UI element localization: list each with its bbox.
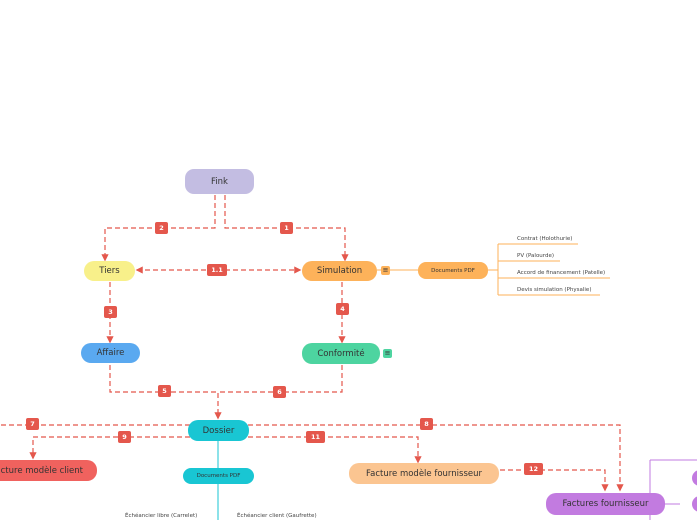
badge-6: 6	[273, 386, 286, 398]
badge-3: 3	[104, 306, 117, 318]
badge-1-1: 1.1	[207, 264, 227, 276]
badge-12: 12	[524, 463, 543, 475]
link-dossier-facture-fournisseur	[248, 436, 422, 464]
node-documents-pdf-simulation[interactable]: Documents PDF	[418, 262, 488, 279]
note-icon[interactable]: ≡	[383, 349, 392, 358]
badge-5: 5	[158, 385, 171, 397]
leaf-contrat[interactable]: Contrat (Holothurie)	[517, 236, 573, 242]
badge-9: 9	[118, 431, 131, 443]
leaf-echeancier-client[interactable]: Échéancier client (Gaufrette)	[237, 513, 317, 519]
badge-1: 1	[280, 222, 293, 234]
node-factures-child-1[interactable]	[692, 470, 697, 486]
node-factures-fournisseur[interactable]: Factures fournisseur	[546, 493, 665, 515]
badge-4: 4	[336, 303, 349, 315]
badge-2: 2	[155, 222, 168, 234]
link-factures-children	[649, 459, 697, 520]
node-facture-modele-client[interactable]: Facture modèle client	[0, 460, 97, 481]
leaf-devis[interactable]: Devis simulation (Physalie)	[517, 287, 592, 293]
note-icon[interactable]: ≡	[381, 266, 390, 275]
leaf-accord[interactable]: Accord de financement (Patelle)	[517, 270, 606, 276]
link-conformite-dossier	[218, 365, 343, 393]
link-fournisseur-factures	[500, 469, 609, 492]
badge-7: 7	[26, 418, 39, 430]
node-simulation[interactable]: Simulation	[302, 261, 377, 281]
badge-8: 8	[420, 418, 433, 430]
node-dossier[interactable]: Dossier	[188, 420, 249, 441]
node-affaire[interactable]: Affaire	[81, 343, 140, 363]
node-conformite[interactable]: Conformité	[302, 343, 380, 364]
node-factures-child-2[interactable]	[692, 496, 697, 512]
node-tiers[interactable]: Tiers	[84, 261, 135, 281]
node-facture-modele-fournisseur[interactable]: Facture modèle fournisseur	[349, 463, 499, 484]
link-docs-leaves	[488, 243, 610, 296]
badge-11: 11	[306, 431, 325, 443]
link-dossier-factures-fournisseur	[248, 424, 624, 492]
node-fink[interactable]: Fink	[185, 169, 254, 194]
link-dossier-client-9	[29, 436, 190, 460]
node-documents-pdf-dossier[interactable]: Documents PDF	[183, 468, 254, 484]
leaf-echeancier-libre[interactable]: Échéancier libre (Carrelet)	[125, 513, 198, 519]
leaf-pv[interactable]: PV (Palourde)	[517, 253, 554, 259]
